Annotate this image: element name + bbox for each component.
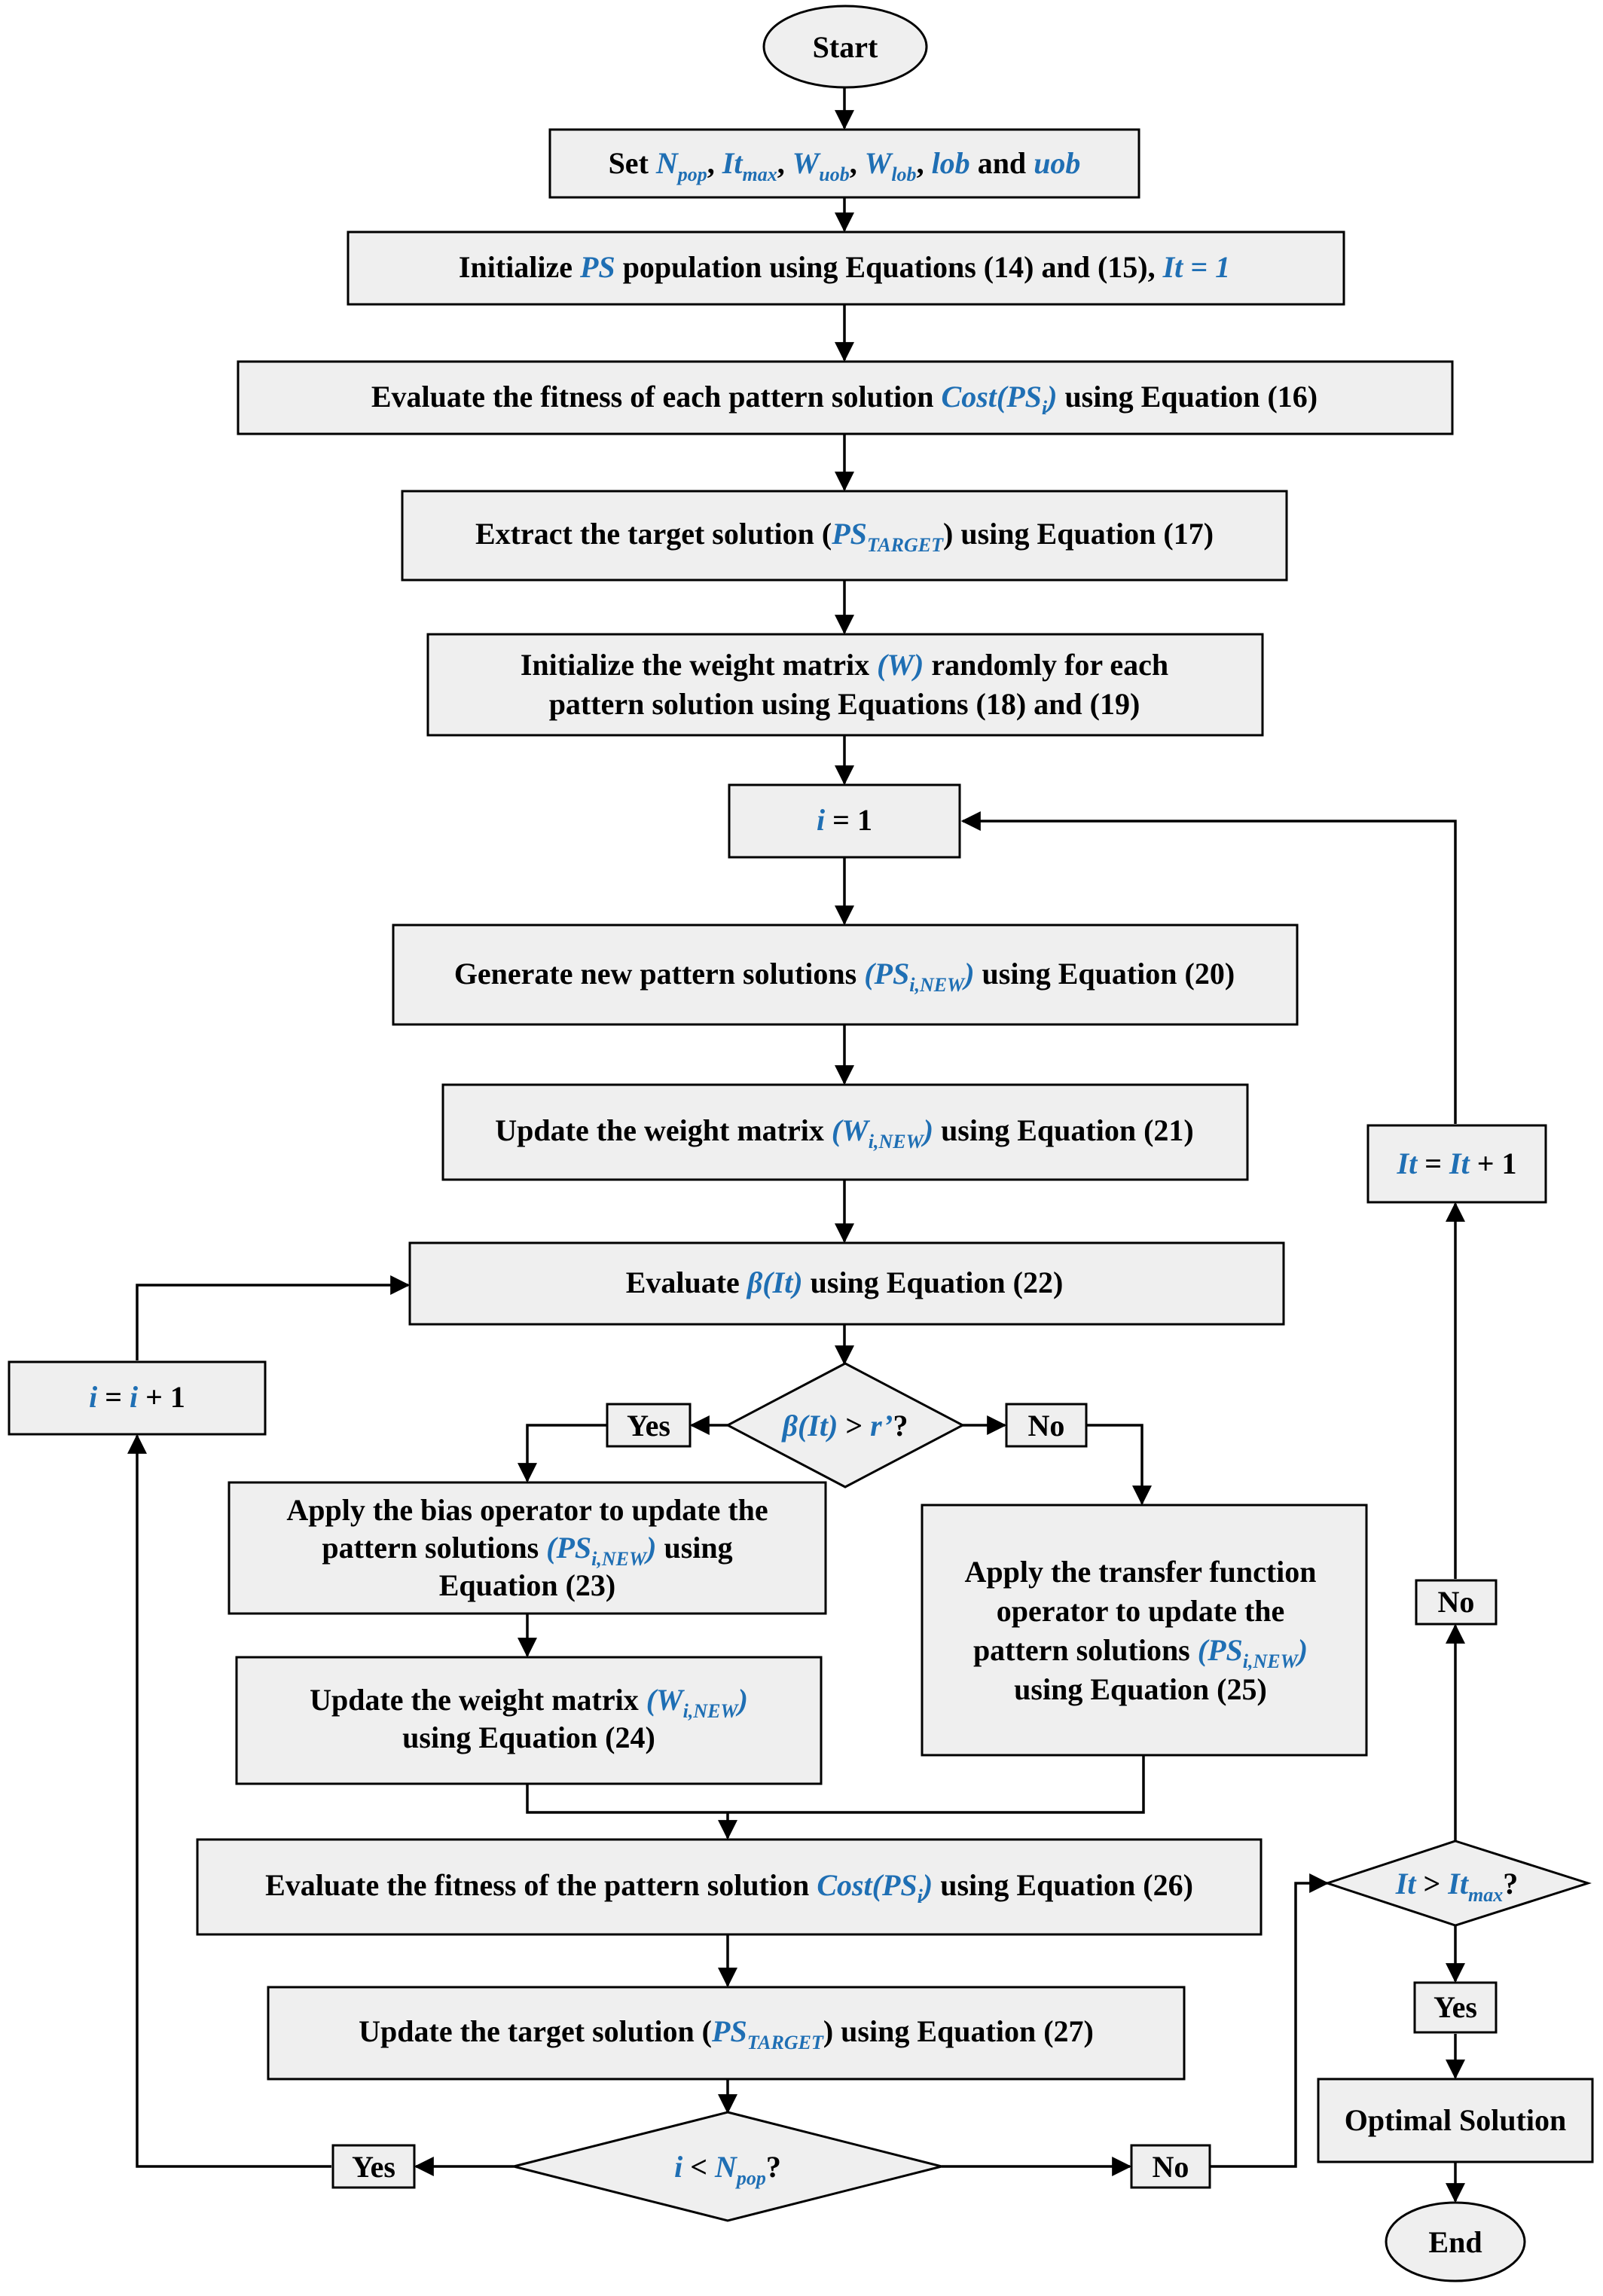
it-yes-label: Yes bbox=[1413, 1981, 1498, 2034]
initialize-weight-matrix-line1: Initialize the weight matrix (W) randoml… bbox=[521, 648, 1168, 682]
bias-operator-line3: Equation (23) bbox=[439, 1568, 616, 1602]
edge-yes-to-i-inc bbox=[127, 1433, 331, 2168]
extract-target-box: Extract the target solution (PSTARGET) u… bbox=[401, 490, 1288, 582]
beta-decision-text: β(It) > r’? bbox=[781, 1409, 908, 1443]
it-increment-text: It = It + 1 bbox=[1397, 1146, 1517, 1180]
beta-no-text: No bbox=[1028, 1409, 1065, 1443]
i-npop-yes-label: Yes bbox=[331, 2144, 416, 2189]
optimal-solution-box: Optimal Solution bbox=[1317, 2078, 1594, 2163]
update-weight-matrix-2-line2: using Equation (24) bbox=[402, 1720, 655, 1754]
i-npop-decision-text: i < Npop? bbox=[674, 2150, 781, 2189]
i-npop-no-text: No bbox=[1153, 2150, 1189, 2184]
i-equals-1-box: i = 1 bbox=[728, 783, 961, 859]
i-npop-decision: i < Npop? bbox=[513, 2111, 942, 2222]
edge-update-w2-merge bbox=[526, 1755, 1145, 1814]
set-parameters-text: Set Npop, Itmax, Wuob, Wlob, lob and uob bbox=[609, 146, 1081, 185]
update-weight-matrix-2-line1: Update the weight matrix (Wi,NEW) bbox=[310, 1683, 748, 1722]
extract-target-text: Extract the target solution (PSTARGET) u… bbox=[475, 517, 1214, 556]
beta-no-label: No bbox=[1005, 1403, 1088, 1448]
update-target-box: Update the target solution (PSTARGET) us… bbox=[267, 1986, 1186, 2081]
it-yes-text: Yes bbox=[1434, 1990, 1477, 2024]
transfer-function-box: Apply the transfer function operator to … bbox=[921, 1504, 1368, 1757]
it-no-text: No bbox=[1438, 1585, 1475, 1619]
initialize-weight-matrix-line2: pattern solution using Equations (18) an… bbox=[549, 687, 1140, 721]
evaluate-beta-box: Evaluate β(It) using Equation (22) bbox=[408, 1241, 1285, 1326]
beta-decision: β(It) > r’? bbox=[725, 1362, 966, 1488]
transfer-function-line1: Apply the transfer function bbox=[964, 1555, 1316, 1589]
i-npop-no-label: No bbox=[1130, 2144, 1211, 2189]
bias-operator-line1: Apply the bias operator to update the bbox=[286, 1493, 768, 1527]
end-label: End bbox=[1428, 2225, 1482, 2259]
bias-operator-box: Apply the bias operator to update the pa… bbox=[227, 1481, 827, 1615]
edges bbox=[127, 87, 1465, 2203]
it-increment-box: It = It + 1 bbox=[1366, 1124, 1547, 1204]
initialize-population-text: Initialize PS population using Equations… bbox=[459, 250, 1230, 284]
end-node: End bbox=[1385, 2201, 1526, 2282]
initialize-weight-matrix-box: Initialize the weight matrix (W) randoml… bbox=[426, 633, 1264, 737]
generate-solutions-box: Generate new pattern solutions (PSi,NEW)… bbox=[392, 924, 1299, 1026]
evaluate-fitness-2-box: Evaluate the fitness of the pattern solu… bbox=[196, 1838, 1263, 1936]
start-node: Start bbox=[762, 5, 928, 89]
beta-yes-text: Yes bbox=[627, 1409, 670, 1443]
it-no-label: No bbox=[1415, 1579, 1498, 1626]
transfer-function-line4: using Equation (25) bbox=[1014, 1672, 1267, 1706]
update-weight-matrix-2-box: Update the weight matrix (Wi,NEW) using … bbox=[235, 1656, 823, 1785]
it-max-decision: It > Itmax? bbox=[1324, 1840, 1592, 1927]
i-npop-yes-text: Yes bbox=[352, 2150, 395, 2184]
i-increment-text: i = i + 1 bbox=[89, 1380, 185, 1414]
set-parameters-box: Set Npop, Itmax, Wuob, Wlob, lob and uob bbox=[548, 128, 1140, 199]
update-weight-matrix-box: Update the weight matrix (Wi,NEW) using … bbox=[441, 1083, 1249, 1181]
update-weight-matrix-text: Update the weight matrix (Wi,NEW) using … bbox=[495, 1113, 1193, 1153]
edge-yes-to-bias bbox=[518, 1424, 607, 1483]
evaluate-beta-text: Evaluate β(It) using Equation (22) bbox=[626, 1266, 1064, 1299]
initialize-population-box: Initialize PS population using Equations… bbox=[347, 231, 1345, 306]
start-label: Start bbox=[813, 30, 878, 64]
transfer-function-line2: operator to update the bbox=[997, 1594, 1285, 1628]
evaluate-fitness-text: Evaluate the fitness of each pattern sol… bbox=[371, 380, 1318, 419]
transfer-function-line3: pattern solutions (PSi,NEW) bbox=[973, 1633, 1308, 1672]
generate-solutions-text: Generate new pattern solutions (PSi,NEW)… bbox=[454, 957, 1235, 996]
edge-no-to-decision-it bbox=[1210, 1873, 1330, 2168]
optimal-solution-text: Optimal Solution bbox=[1345, 2103, 1567, 2137]
it-max-decision-text: It > Itmax? bbox=[1395, 1867, 1518, 1906]
evaluate-fitness-2-text: Evaluate the fitness of the pattern solu… bbox=[265, 1868, 1193, 1907]
i-increment-box: i = i + 1 bbox=[8, 1360, 267, 1436]
evaluate-fitness-box: Evaluate the fitness of each pattern sol… bbox=[237, 360, 1454, 435]
bias-operator-line2: pattern solutions (PSi,NEW) using bbox=[322, 1531, 732, 1570]
edge-it-inc-to-i bbox=[960, 811, 1457, 1124]
beta-yes-label: Yes bbox=[606, 1403, 692, 1448]
edge-no-to-transfer bbox=[1086, 1424, 1152, 1506]
edge-i-inc-to-eval-beta bbox=[136, 1275, 411, 1360]
update-target-text: Update the target solution (PSTARGET) us… bbox=[359, 2014, 1094, 2053]
i-equals-1-text: i = 1 bbox=[817, 803, 872, 837]
